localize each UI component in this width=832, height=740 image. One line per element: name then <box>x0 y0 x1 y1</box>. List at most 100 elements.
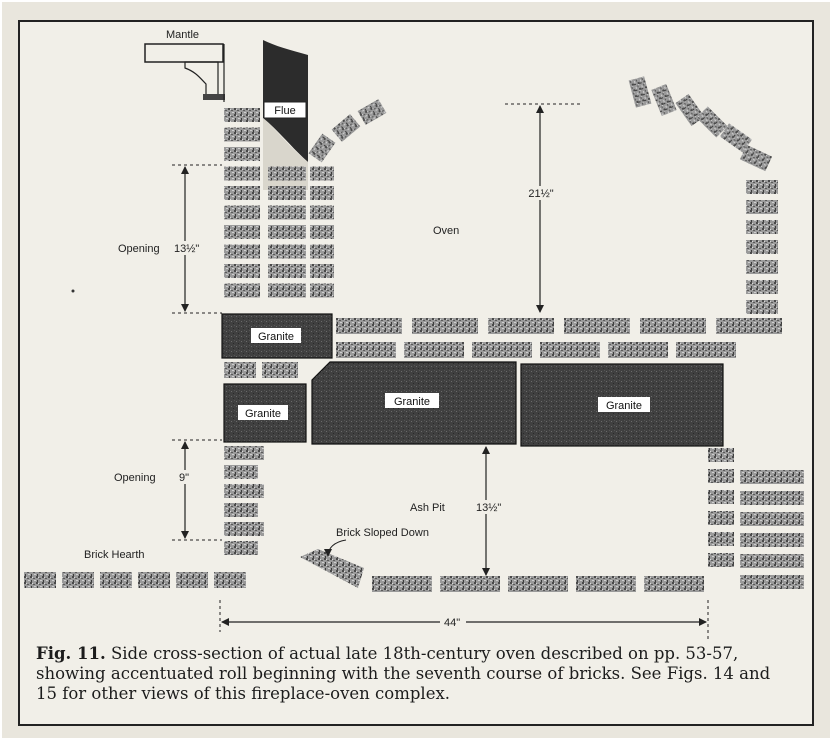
brick <box>746 180 778 194</box>
dim-label-bg <box>172 241 198 255</box>
caption-text: Side cross-section of actual late 18th-c… <box>36 644 771 703</box>
granite-label-4: Granite <box>606 400 642 412</box>
granite-label-box <box>385 393 439 408</box>
brick <box>310 166 334 181</box>
brick <box>310 264 334 278</box>
brick <box>224 147 260 161</box>
brick-sloped-label: Brick Sloped Down <box>336 527 429 539</box>
brick-sloped-leader-arrow <box>324 539 347 557</box>
brick <box>708 490 734 504</box>
brick <box>268 225 306 239</box>
brick <box>336 318 402 334</box>
brick <box>268 186 306 200</box>
brick <box>224 522 264 536</box>
brick <box>224 362 256 378</box>
brick <box>746 300 778 314</box>
brick <box>224 186 260 200</box>
brick <box>224 541 258 555</box>
mantle-label: Mantle <box>166 29 199 41</box>
brick <box>372 576 432 592</box>
brick <box>310 186 334 200</box>
brick <box>708 553 734 567</box>
brick <box>540 342 600 358</box>
brick <box>308 133 336 163</box>
brick <box>24 572 56 588</box>
brick <box>708 469 734 483</box>
brick <box>214 572 246 588</box>
brick-hearth-label: Brick Hearth <box>84 549 145 561</box>
brick <box>224 205 260 220</box>
brick <box>739 144 773 172</box>
granite-label-1: Granite <box>258 331 294 343</box>
brick <box>62 572 94 588</box>
brick <box>412 318 478 334</box>
brick <box>336 342 396 358</box>
oven-arch-left-bricks <box>308 99 387 163</box>
upper-opening-dim-label: 13½" <box>174 243 199 255</box>
brick <box>746 200 778 214</box>
lower-opening-label: Opening <box>114 472 156 484</box>
dim-label-bg <box>474 500 502 514</box>
ash-pit-label: Ash Pit <box>410 502 445 514</box>
brick <box>268 166 306 181</box>
dim-label-bg <box>528 186 554 200</box>
brick <box>224 446 264 460</box>
granite-label-2: Granite <box>245 408 281 420</box>
brick <box>508 576 568 592</box>
brick <box>608 342 668 358</box>
brick <box>740 575 804 589</box>
oven-right-wall-bricks <box>746 180 778 314</box>
width-dim-label: 44" <box>444 617 460 629</box>
brick <box>746 240 778 254</box>
brick <box>746 220 778 234</box>
print-speck <box>71 289 75 293</box>
brick <box>440 576 500 592</box>
sloped-brick <box>300 549 364 588</box>
brick <box>472 342 532 358</box>
granite-label-3: Granite <box>394 396 430 408</box>
ash-pit-floor-bricks <box>372 576 704 592</box>
oven-label: Oven <box>433 225 459 237</box>
flue-label-box <box>263 101 307 119</box>
caption-fig-label: Fig. 11. <box>36 644 106 663</box>
granite-label-box <box>251 328 301 343</box>
brick <box>100 572 132 588</box>
granite-label-box <box>598 397 650 412</box>
brick <box>138 572 170 588</box>
figure-caption: Fig. 11. Side cross-section of actual la… <box>36 644 796 704</box>
ash-pit-right-wall-bricks <box>708 448 804 589</box>
brick <box>310 225 334 239</box>
brick <box>224 225 260 239</box>
brick <box>176 572 208 588</box>
brick <box>696 106 728 138</box>
brick <box>746 260 778 274</box>
brick <box>676 342 736 358</box>
oven-floor-brick-courses <box>224 318 782 378</box>
brick <box>644 576 704 592</box>
ash-pit-left-wall-bricks <box>224 446 264 555</box>
brick <box>488 318 554 334</box>
dim-label-bg <box>176 470 194 484</box>
brick <box>708 448 734 462</box>
flue-label: Flue <box>274 105 295 117</box>
oven-arch-right-bricks <box>628 76 773 172</box>
brick <box>224 244 260 259</box>
brick <box>740 491 804 505</box>
chimney-brick-column <box>224 108 334 298</box>
brick <box>708 532 734 546</box>
brick <box>719 123 753 153</box>
mantle-shelf <box>144 43 225 102</box>
granite-label-box <box>238 405 288 420</box>
brick <box>224 465 258 479</box>
dim-label-bg <box>440 615 466 629</box>
brick <box>310 205 334 220</box>
brick <box>224 127 260 142</box>
brick <box>224 166 260 181</box>
flue-shape <box>263 40 308 162</box>
brick <box>357 99 387 125</box>
brick <box>564 318 630 334</box>
brick <box>224 503 258 517</box>
oven-height-label: 21½" <box>528 188 553 200</box>
brick <box>331 114 361 142</box>
brick <box>740 470 804 484</box>
